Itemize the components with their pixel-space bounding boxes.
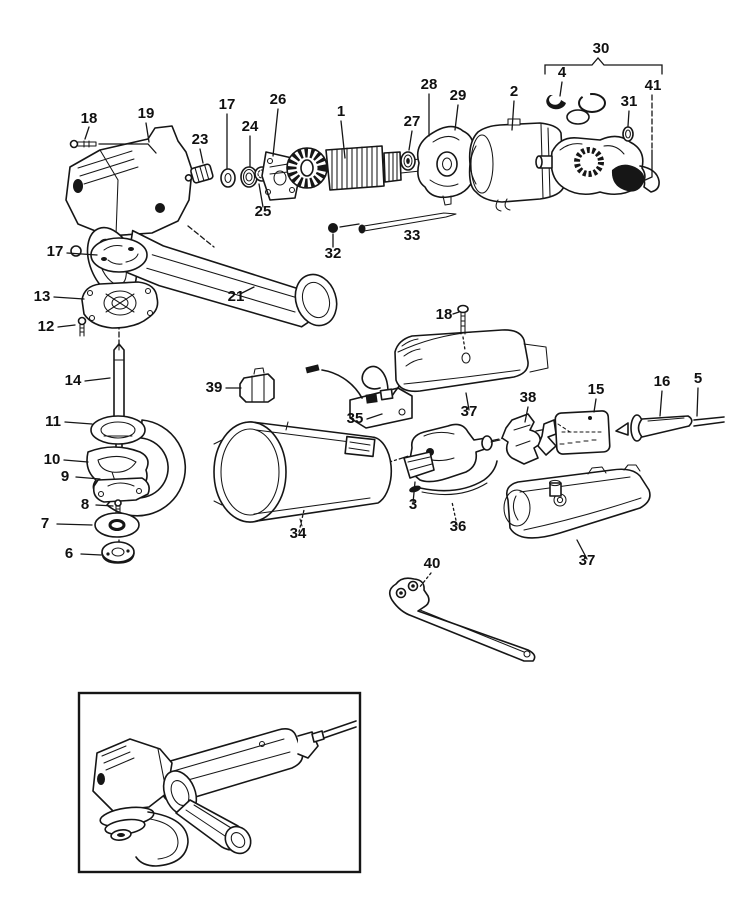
callout-23: 23 [192, 131, 209, 148]
callout-37b: 37 [579, 552, 596, 569]
part-brush-cap-39-drawing [239, 367, 275, 403]
callout-24: 24 [242, 118, 259, 135]
callout-37: 37 [461, 403, 478, 420]
part-bearing-24-drawing [240, 166, 258, 188]
callout-19: 19 [138, 105, 155, 122]
part-ring-11-drawing [90, 415, 146, 445]
callout-38: 38 [520, 389, 537, 406]
part-screw-18-mid-drawing [457, 304, 469, 351]
part-rod-33-drawing [358, 212, 457, 234]
part-armature-drawing [269, 145, 425, 191]
callout-5: 5 [694, 370, 702, 387]
part-lockplate-17-drawing [90, 237, 148, 273]
part-bearing-17-drawing [220, 168, 236, 188]
part-top-cover-drawing [394, 329, 549, 393]
part-guard-36-drawing [409, 460, 498, 496]
callout-40: 40 [424, 555, 441, 572]
callout-4: 4 [558, 64, 567, 81]
callout-2: 2 [510, 83, 518, 100]
callout-21: 21 [228, 288, 245, 305]
part-terminal-15-drawing [537, 410, 611, 456]
part-washer-7-drawing [94, 512, 140, 538]
part-spanner-40-drawing [388, 577, 536, 662]
callout-12: 12 [38, 318, 55, 335]
assembled-tool-inset [77, 691, 362, 874]
part-screw-18-top-drawing [69, 139, 157, 154]
callout-3: 3 [409, 496, 417, 513]
callout-39: 39 [206, 379, 223, 396]
callout-25: 25 [255, 203, 272, 220]
callout-10: 10 [44, 451, 61, 468]
callout-18: 18 [81, 110, 98, 127]
part-gear-housing-drawing [65, 125, 193, 237]
part-bottom-cover-drawing [503, 464, 651, 539]
callout-11: 11 [45, 413, 61, 430]
part-switch-38-drawing [490, 413, 542, 465]
callout-31: 31 [621, 93, 638, 110]
callout-14: 14 [65, 372, 82, 389]
part-flange-9-drawing [92, 477, 150, 503]
callout-labels: 18 19 23 17 24 26 1 25 27 28 29 2 30 4 3… [34, 40, 703, 572]
part-screw-12-drawing [77, 316, 87, 337]
callout-17b: 17 [47, 243, 64, 260]
callout-16: 16 [654, 373, 671, 390]
assembled-grinder-drawing [92, 720, 357, 867]
part-cable-5-drawing [693, 416, 725, 427]
callout-8: 8 [81, 496, 89, 513]
callout-1: 1 [337, 103, 345, 120]
callout-28: 28 [421, 76, 438, 93]
callout-41: 41 [645, 77, 662, 94]
callout-13: 13 [34, 288, 51, 305]
part-flange-nut-6-drawing [101, 541, 135, 564]
callout-18b: 18 [436, 306, 453, 323]
part-gearbox-group-drawing [535, 93, 660, 196]
callout-29: 29 [450, 87, 467, 104]
callout-17: 17 [219, 96, 236, 113]
part-endcap-28-29-drawing [416, 125, 478, 206]
callout-7: 7 [41, 515, 49, 532]
part-guard-inner-drawing [106, 419, 187, 517]
callout-34: 34 [290, 525, 307, 542]
callout-33: 33 [404, 227, 421, 244]
part-motor-housing-drawing [213, 421, 393, 527]
callout-15: 15 [588, 381, 605, 398]
part-cord-guard-16-drawing [615, 414, 693, 442]
leader-lines [53, 57, 699, 589]
part-nut-32-drawing [327, 222, 360, 234]
callout-35: 35 [347, 410, 364, 427]
part-bearing-flange-13-drawing [81, 281, 159, 329]
callout-36: 36 [450, 518, 467, 535]
callout-26: 26 [270, 91, 287, 108]
callout-27: 27 [404, 113, 421, 130]
callout-32: 32 [325, 245, 342, 262]
callout-9: 9 [61, 468, 69, 485]
part-gearcase-3-drawing [403, 423, 493, 483]
part-bearing-27-drawing [400, 151, 416, 171]
callout-6: 6 [65, 545, 73, 562]
callout-30: 30 [593, 40, 610, 57]
part-coupling-23-drawing [184, 163, 214, 184]
